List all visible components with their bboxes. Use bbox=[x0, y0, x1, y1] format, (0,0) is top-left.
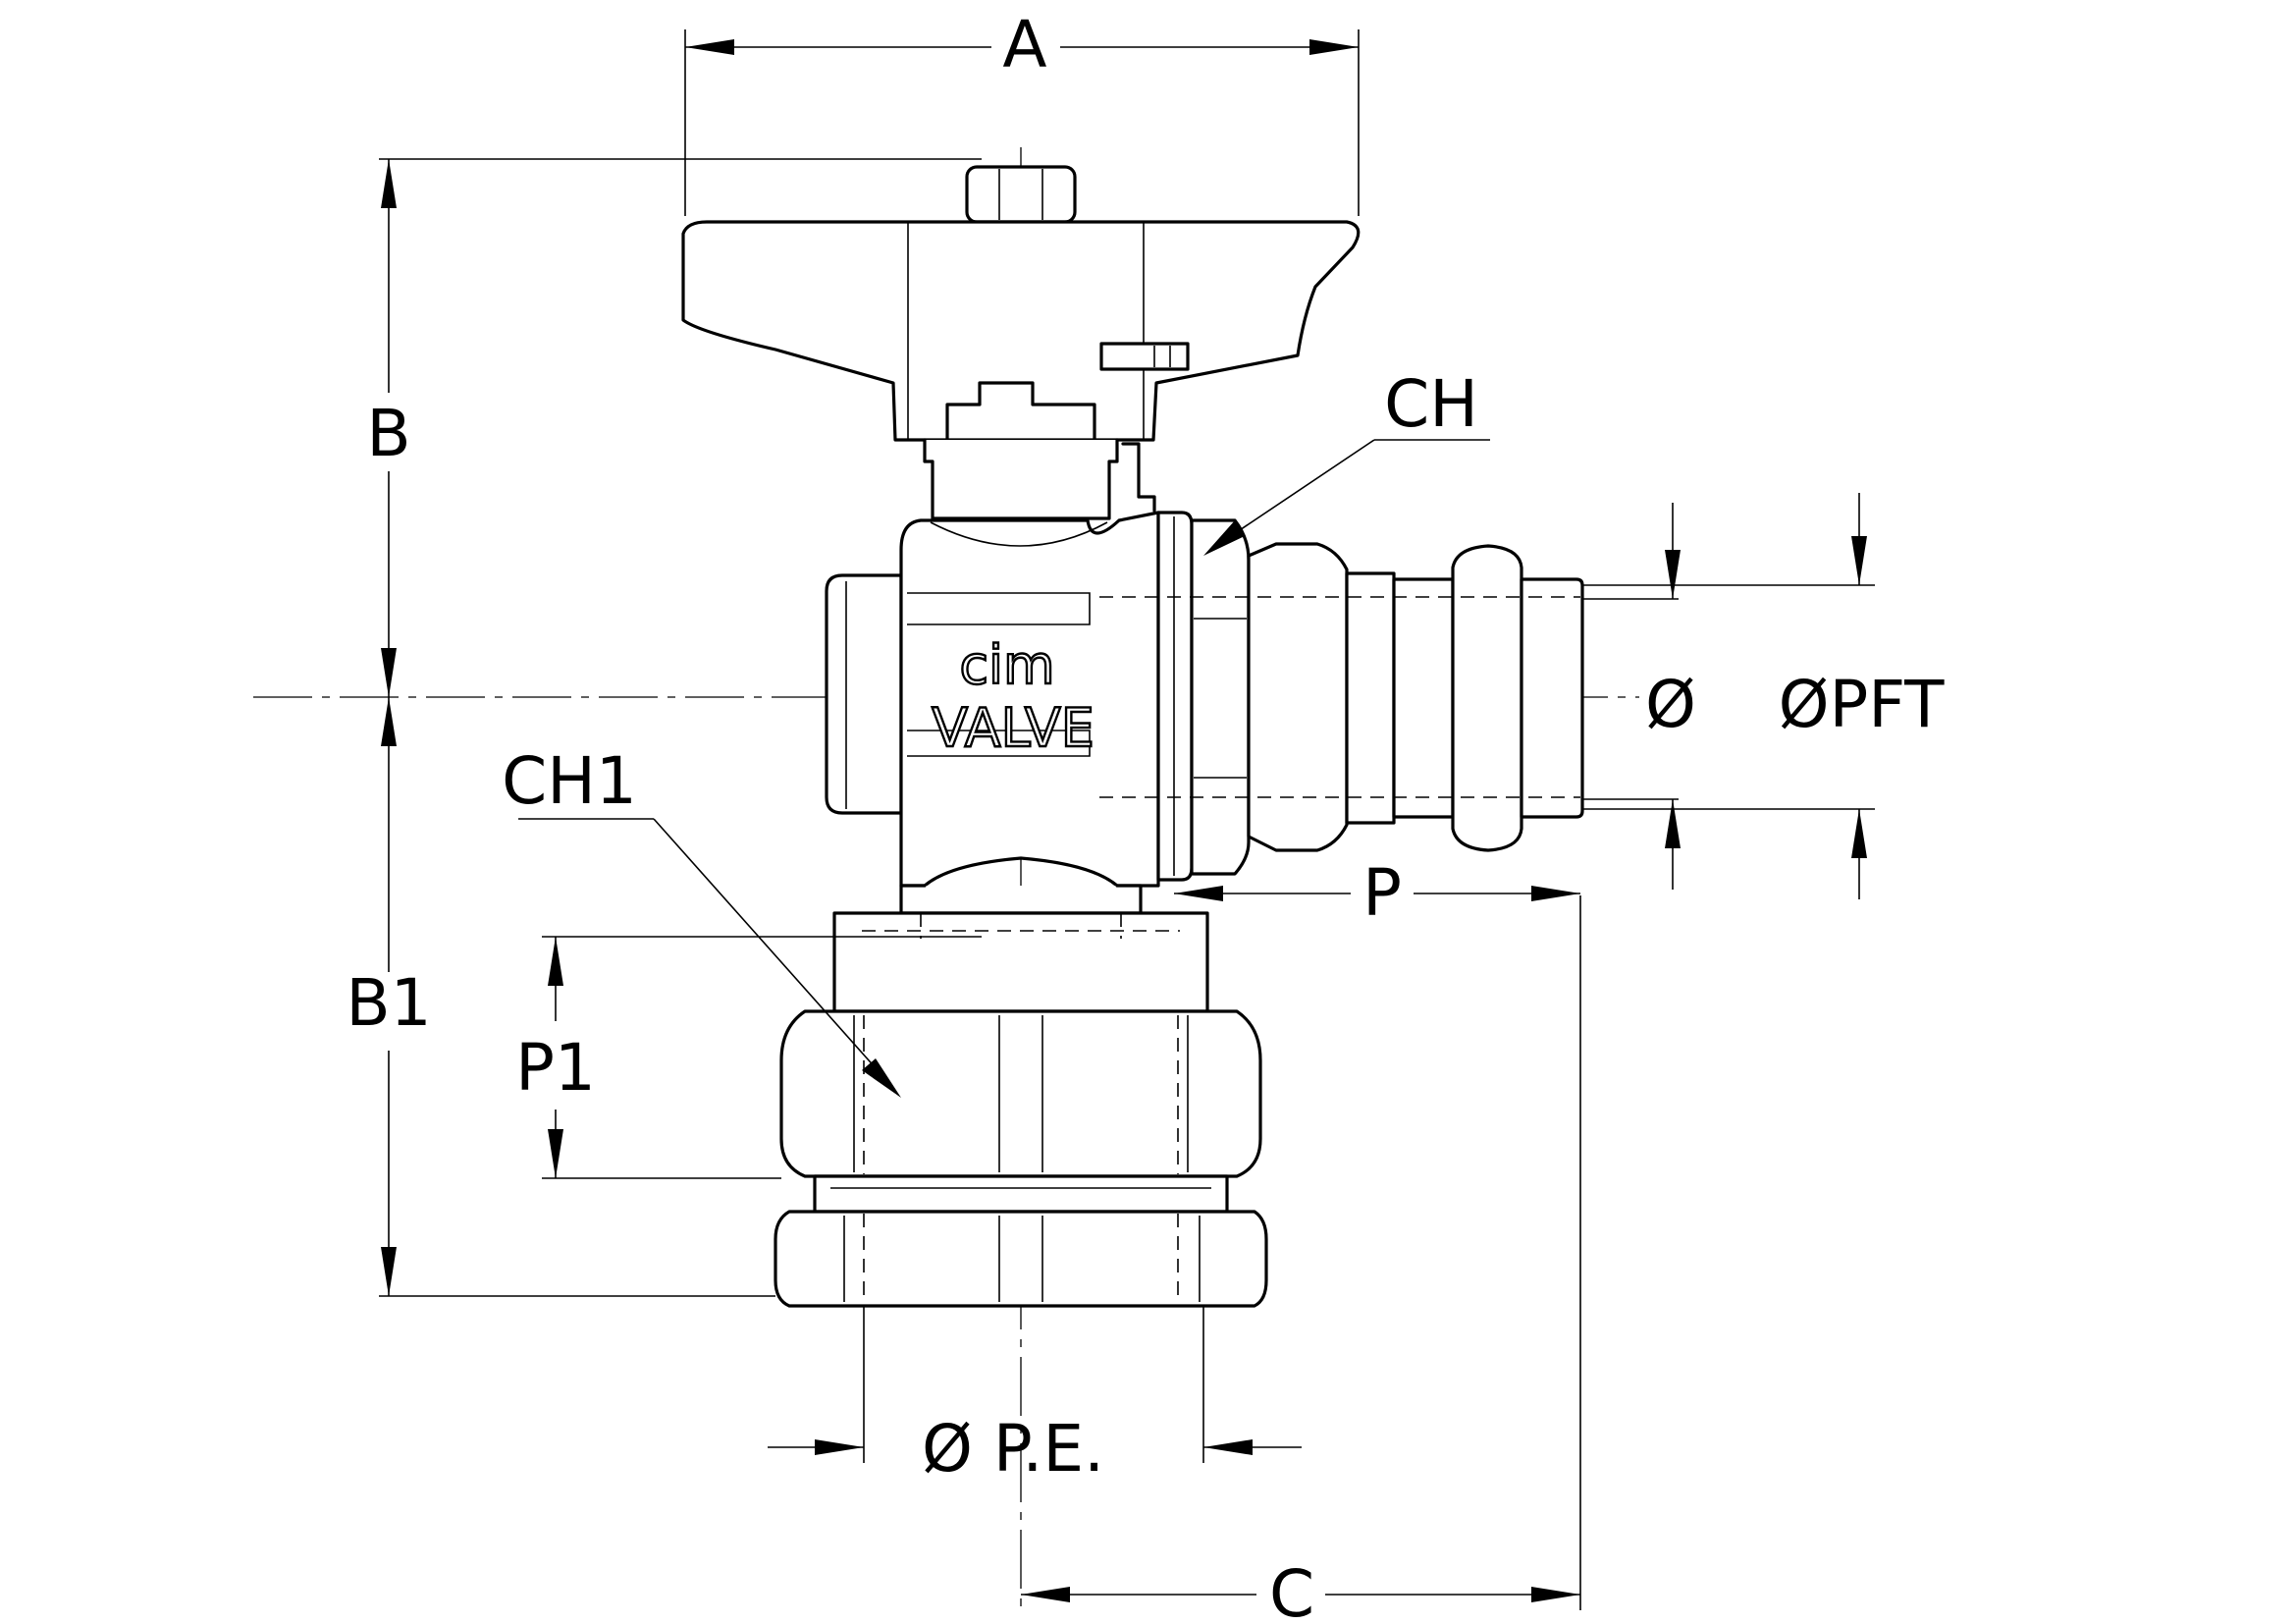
brand-maker: cim bbox=[959, 634, 1054, 696]
label-b: B bbox=[366, 396, 410, 471]
press-fitting-outlet bbox=[1099, 518, 1584, 876]
dimension-a: A bbox=[684, 7, 1360, 216]
dimension-b: B bbox=[366, 158, 982, 697]
label-p1: P1 bbox=[515, 1030, 596, 1106]
butterfly-handle bbox=[681, 165, 1361, 520]
dimension-b1: B1 bbox=[346, 697, 775, 1297]
label-b1: B1 bbox=[346, 965, 431, 1041]
body-branding: cim VALVE bbox=[931, 633, 1095, 760]
label-dia-pft: ØPFT bbox=[1779, 667, 1946, 742]
valve-body bbox=[825, 511, 1194, 915]
dimension-c: C bbox=[1021, 895, 1581, 1624]
dimension-p1: P1 bbox=[515, 936, 982, 1179]
label-dia-pe: Ø P.E. bbox=[922, 1411, 1104, 1487]
dimension-pe: Ø P.E. bbox=[768, 1306, 1302, 1487]
callout-ch1: CH1 bbox=[502, 743, 901, 1098]
compression-fitting bbox=[774, 911, 1268, 1308]
dimension-p: P bbox=[1174, 855, 1580, 931]
dimension-pft: Ø ØPFT bbox=[1582, 493, 1945, 899]
brand-valve: VALVE bbox=[932, 697, 1095, 759]
label-dia: Ø bbox=[1645, 667, 1696, 742]
callout-ch: CH bbox=[1203, 366, 1490, 556]
label-c: C bbox=[1269, 1556, 1314, 1624]
label-ch1: CH1 bbox=[502, 743, 637, 819]
label-p: P bbox=[1362, 855, 1402, 931]
label-ch: CH bbox=[1384, 366, 1478, 442]
label-a: A bbox=[1002, 7, 1046, 82]
